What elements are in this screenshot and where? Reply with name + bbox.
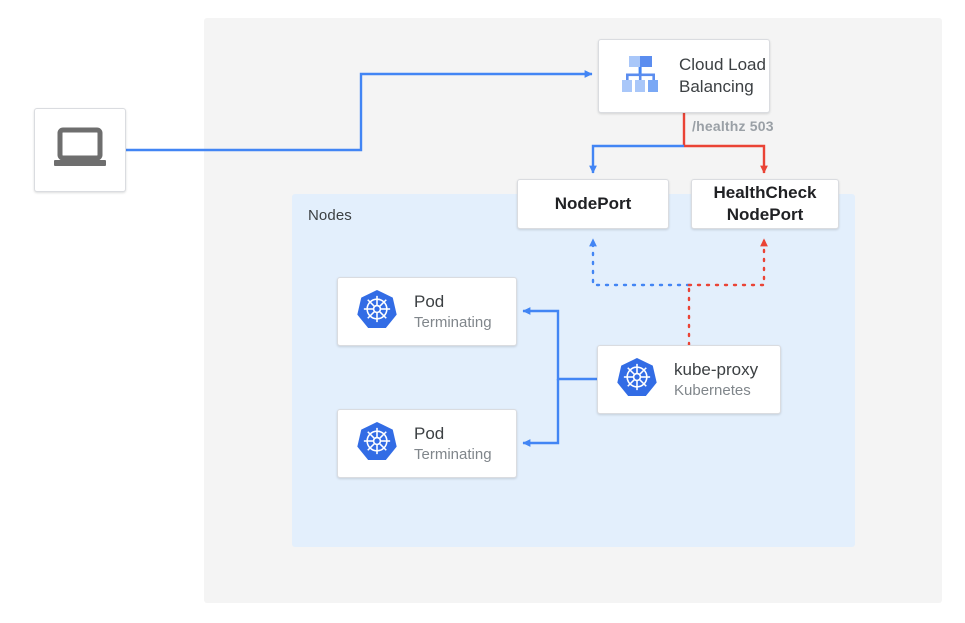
cloud-load-balancing-icon [617, 52, 663, 101]
cloud-load-balancing-label: Cloud Load Balancing [679, 54, 766, 98]
healthcheck-nodeport-label: HealthCheck NodePort [714, 182, 817, 226]
cloud-load-balancing-node[interactable]: Cloud Load Balancing [598, 39, 770, 113]
kube-proxy-text: kube-proxy Kubernetes [674, 359, 758, 400]
edge-kubeproxy-to-nodeport-dotted [589, 237, 691, 287]
cloud-load-balancing-line2: Balancing [679, 77, 754, 96]
laptop-icon [52, 126, 108, 175]
nodeport-node[interactable]: NodePort [517, 179, 669, 229]
pod-1-status: Terminating [414, 313, 492, 331]
nodeport-label: NodePort [554, 193, 632, 213]
kubernetes-icon [356, 420, 398, 467]
edge-kubeproxy-to-pod2-bracket [522, 379, 560, 447]
healthcheck-nodeport-line1: HealthCheck [713, 182, 817, 202]
kube-proxy-title: kube-proxy [674, 359, 759, 379]
edge-kubeproxy-to-pods-bracket [522, 307, 597, 381]
pod-2-status: Terminating [414, 445, 492, 463]
pod-2-text: Pod Terminating [414, 423, 492, 464]
cloud-load-balancing-line1: Cloud Load [679, 55, 766, 75]
edge-kubeproxy-to-healthcheck-dotted [687, 237, 768, 287]
pod-1-text: Pod Terminating [414, 291, 492, 332]
healthcheck-nodeport-line2: NodePort [726, 205, 804, 224]
client-node[interactable] [34, 108, 126, 192]
pod-node-1[interactable]: Pod Terminating [337, 277, 517, 346]
kubernetes-icon [356, 288, 398, 335]
pod-1-title: Pod [414, 291, 445, 311]
edge-loadbalancer-to-healthcheck-nodeport [684, 144, 768, 174]
pod-2-title: Pod [414, 423, 445, 443]
edge-client-to-loadbalancer [126, 70, 593, 152]
kubernetes-icon [616, 356, 658, 403]
kube-proxy-node[interactable]: kube-proxy Kubernetes [597, 345, 781, 414]
healthz-edge-label: /healthz 503 [692, 118, 774, 134]
pod-node-2[interactable]: Pod Terminating [337, 409, 517, 478]
nodes-panel-label: Nodes [308, 207, 352, 224]
edge-loadbalancer-to-nodeport [589, 144, 684, 174]
healthcheck-nodeport-node[interactable]: HealthCheck NodePort [691, 179, 839, 229]
kube-proxy-subtitle: Kubernetes [674, 381, 751, 399]
